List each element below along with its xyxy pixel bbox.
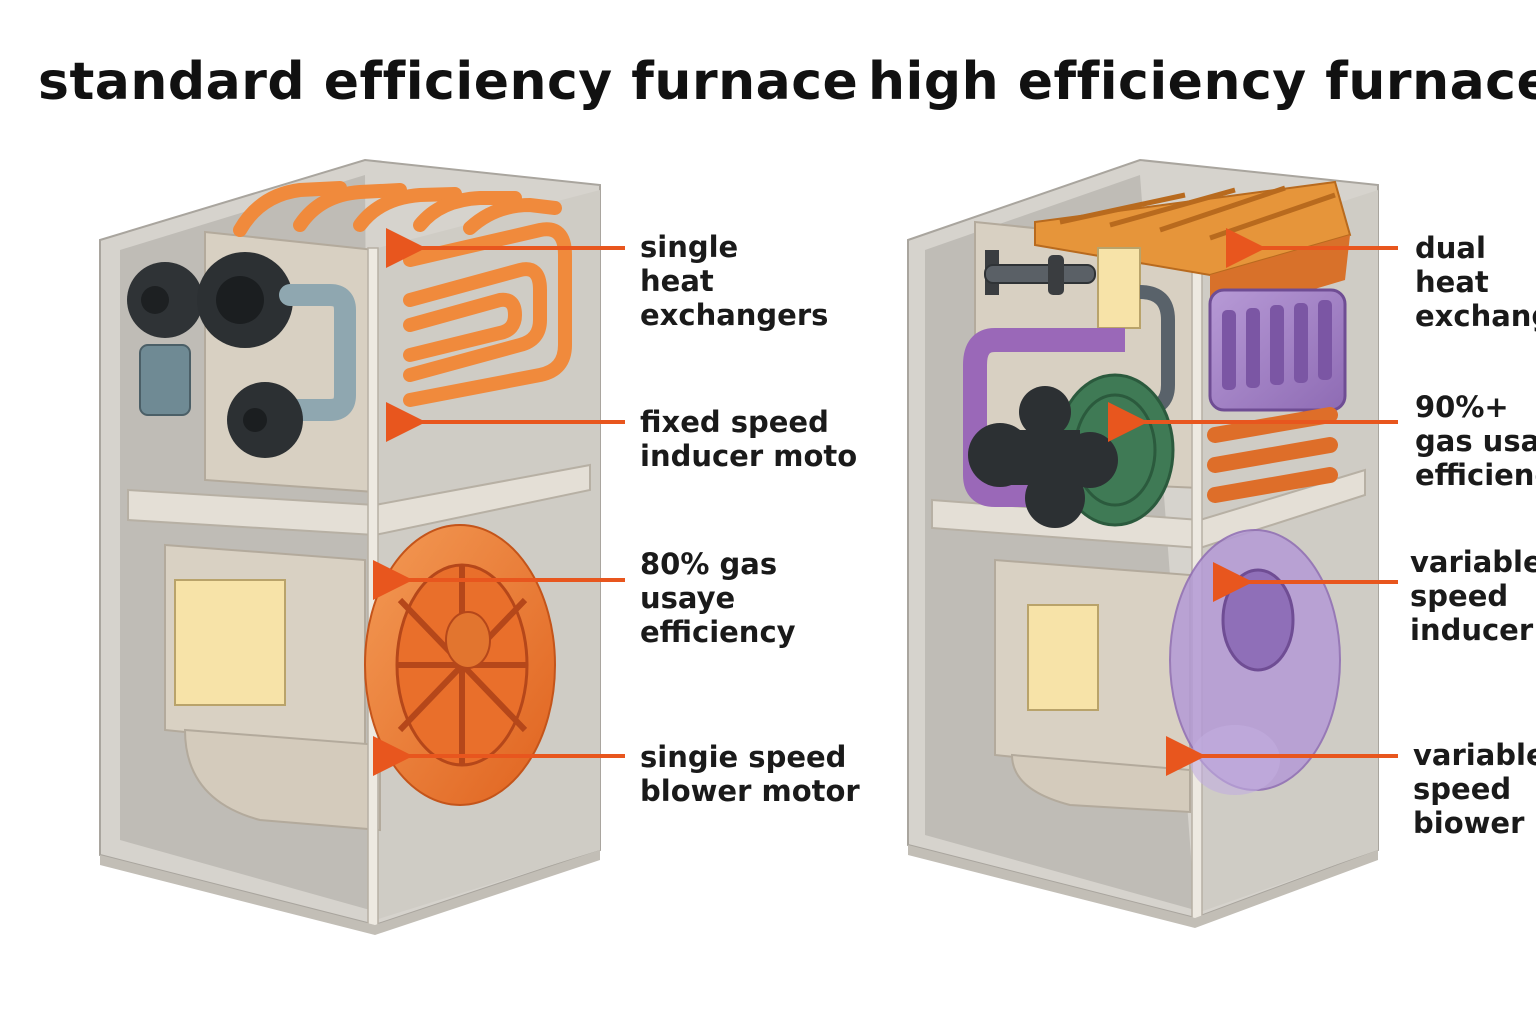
- label-fixed-speed-inducer: fixed speed inducer moto: [640, 405, 857, 473]
- label-single-speed-blower: singie speed blower motor: [640, 740, 860, 808]
- label-variable-speed-inducer: variable speed inducer: [1410, 545, 1536, 647]
- high-control-board: [1028, 605, 1098, 710]
- label-90-gas-efficiency: 90%+ gas usa efficienc: [1415, 390, 1536, 492]
- label-single-heat-exchangers: single heat exchangers: [640, 230, 828, 332]
- standard-control-board: [175, 580, 285, 705]
- standard-blower-fan: [365, 525, 555, 805]
- label-80-gas-efficiency: 80% gas usaye efficiency: [640, 547, 796, 649]
- label-variable-speed-blower: variable speed biower r: [1413, 738, 1536, 840]
- label-dual-heat-exchangers: dual heat exchang: [1415, 231, 1536, 333]
